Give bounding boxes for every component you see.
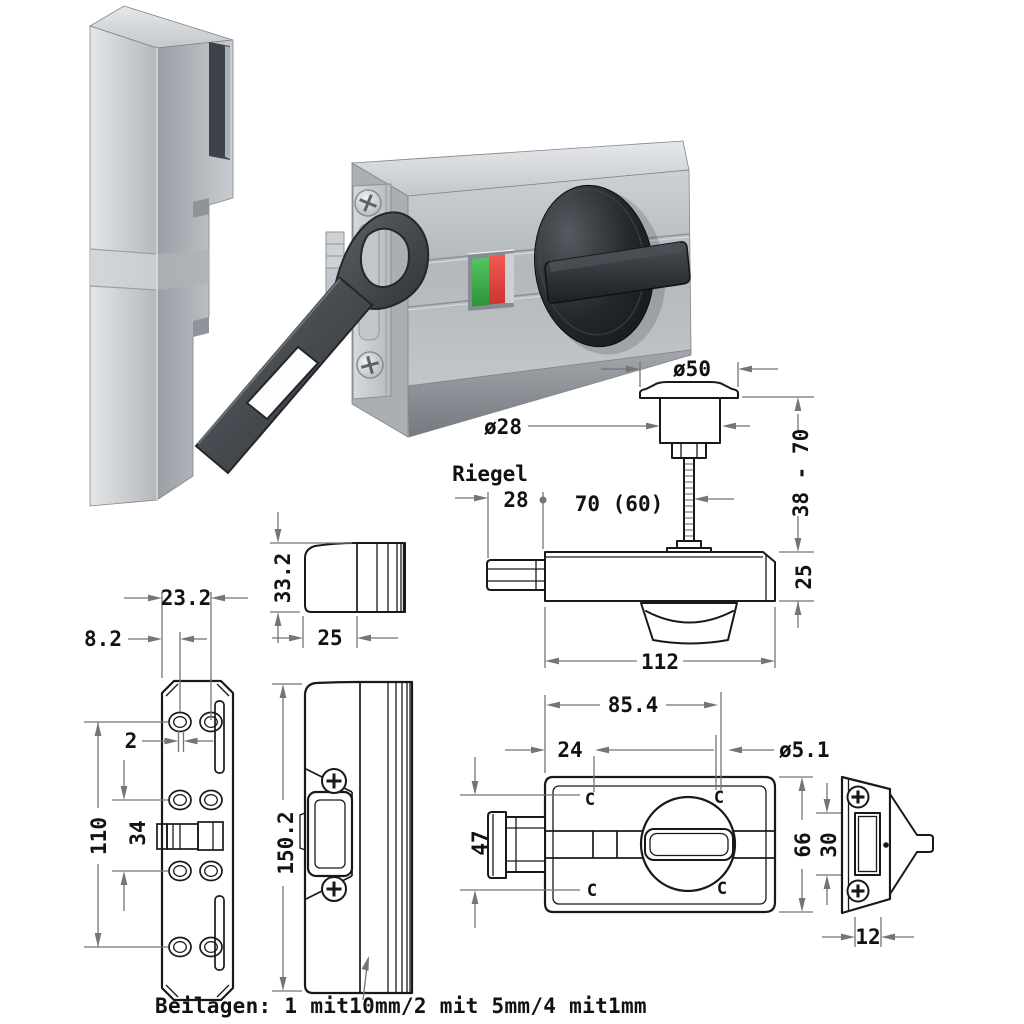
side-view-drawing: ø50 ø28 70 (60) Riegel 28 38 - 70 25 xyxy=(452,357,816,674)
dim-slot-width: 12 xyxy=(855,925,880,949)
status-indicator xyxy=(467,249,515,311)
dim-mid-span: 34 xyxy=(126,820,150,845)
cap-profile-drawing: 33.2 25 xyxy=(270,512,406,650)
label-bolt: Riegel xyxy=(452,462,528,486)
plate-profile-drawing: 150.2 xyxy=(272,680,414,1001)
strike-screw-bottom xyxy=(846,879,870,903)
indicator-red xyxy=(489,254,505,305)
dim-body-height: 25 xyxy=(792,564,816,589)
shims-caption: Beilagen: 1 mit10mm/2 mit 5mm/4 mit1mm xyxy=(155,994,647,1018)
backplate-front-drawing: 23.2 8.2 2 110 34 xyxy=(84,586,248,1002)
rear-view-drawing: C C C C 85.4 24 ø5.1 47 xyxy=(460,692,846,928)
dim-profile-height: 150.2 xyxy=(274,811,298,874)
hole-mark-4: C xyxy=(717,879,727,899)
profile-screw-bottom xyxy=(321,876,347,902)
dim-hole-span: 110 xyxy=(87,817,111,855)
dim-pair-offset: 2 xyxy=(125,729,138,753)
dim-first-hole: 24 xyxy=(557,738,582,762)
dim-rear-hole-span: 85.4 xyxy=(608,693,659,717)
dim-cap-height: 33.2 xyxy=(271,553,295,604)
hole-mark-3: C xyxy=(587,881,597,901)
dim-strike-height: 66 xyxy=(791,832,815,857)
swing-arm xyxy=(194,211,430,475)
strike-side-drawing: 12 xyxy=(822,775,934,949)
strike-screw-top xyxy=(846,785,870,809)
screw-bottom xyxy=(356,351,384,379)
dim-bolt-throw: 28 xyxy=(503,488,528,512)
dim-rod-length: 70 (60) xyxy=(575,492,664,516)
dim-mount-range: 38 - 70 xyxy=(789,429,813,518)
hole-mark-1: C xyxy=(585,790,595,810)
screw-top xyxy=(354,189,382,217)
catch-slot xyxy=(209,42,230,160)
dim-edge-offset: 8.2 xyxy=(84,627,122,651)
product-render-3d xyxy=(89,5,692,507)
dim-body-length: 112 xyxy=(641,650,679,674)
dim-cap-depth: 25 xyxy=(317,626,342,650)
dim-plate-width: 23.2 xyxy=(161,586,212,610)
dim-cylinder-diameter: ø28 xyxy=(484,415,522,439)
rotary-knob xyxy=(533,184,691,355)
dim-bolt-height: 47 xyxy=(468,830,492,855)
dim-knob-diameter: ø50 xyxy=(673,357,711,381)
profile-screw-top xyxy=(321,768,347,794)
dim-hole-diameter: ø5.1 xyxy=(779,738,830,762)
indicator-green xyxy=(472,257,489,307)
hole-mark-2: C xyxy=(714,788,724,808)
dim-slot-height: 30 xyxy=(817,832,841,857)
bracket-post xyxy=(89,5,234,507)
